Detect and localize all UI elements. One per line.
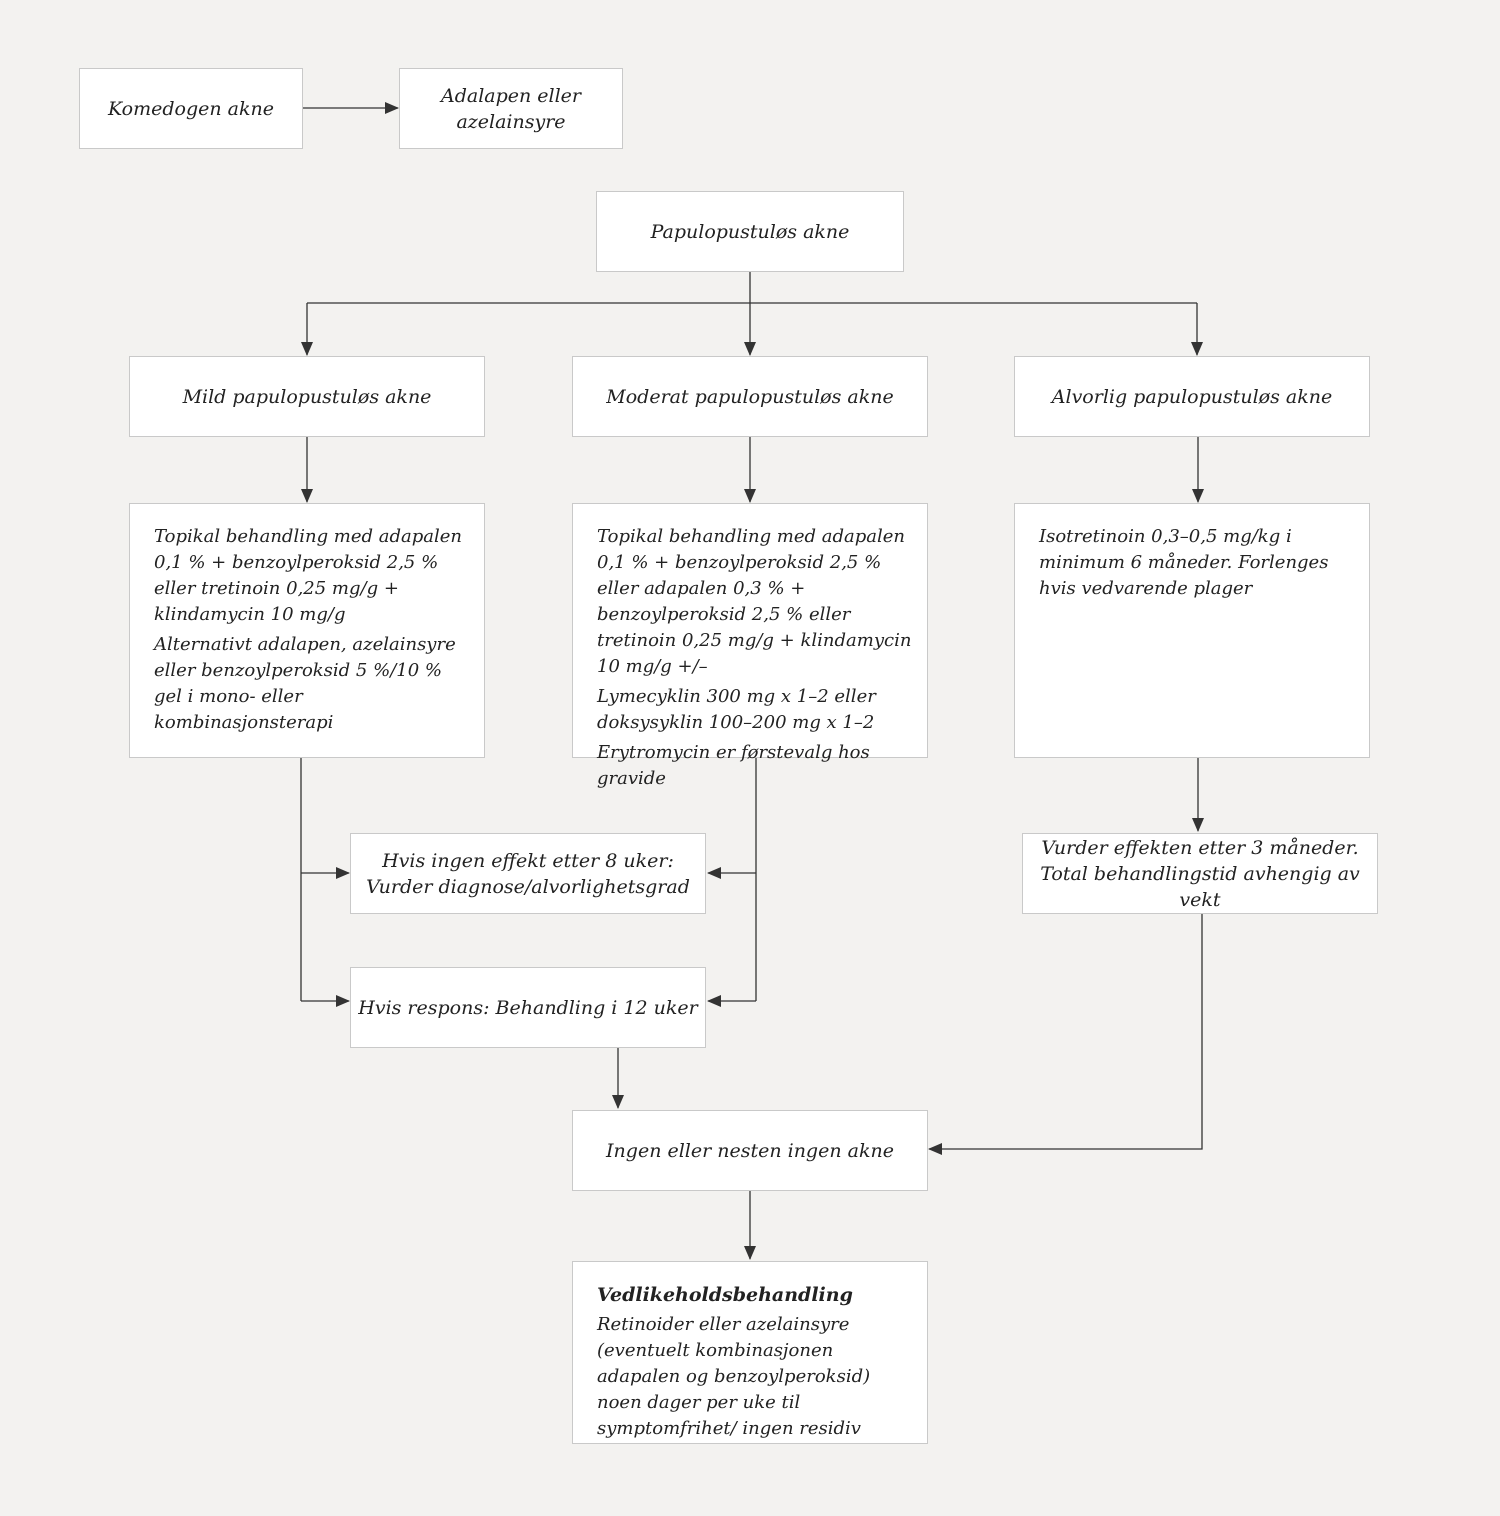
no-acne-box: Ingen eller nesten ingen akne [572, 1110, 928, 1191]
comedonal-treatment-box: Adalapen eller azelainsyre [399, 68, 623, 149]
moderate-treatment-pregnancy: Erytromycin er førstevalg hos gravide [597, 742, 870, 789]
no-effect-label: Hvis ingen effekt etter 8 uker: Vurder d… [366, 849, 690, 898]
moderate-treatment-oral: Lymecyklin 300 mg x 1–2 eller doksysykli… [597, 686, 876, 733]
no-acne-label: Ingen eller nesten ingen akne [606, 1139, 894, 1162]
moderate-acne-label: Moderat papulopustuløs akne [606, 385, 894, 408]
no-effect-box: Hvis ingen effekt etter 8 uker: Vurder d… [350, 833, 706, 914]
severe-evaluate-label: Vurder effekten etter 3 måneder. Total b… [1040, 836, 1360, 911]
mild-acne-label: Mild papulopustuløs akne [182, 385, 432, 408]
maintenance-title: Vedlikeholdsbehandling [597, 1284, 853, 1306]
response-box: Hvis respons: Behandling i 12 uker [350, 967, 706, 1048]
moderate-acne-box: Moderat papulopustuløs akne [572, 356, 928, 437]
moderate-treatment-topical: Topikal behandling med adapalen 0,1 % + … [597, 526, 912, 677]
severe-evaluate-box: Vurder effekten etter 3 måneder. Total b… [1022, 833, 1378, 914]
mild-treatment-box: Topikal behandling med adapalen 0,1 % + … [129, 503, 485, 758]
response-label: Hvis respons: Behandling i 12 uker [358, 996, 698, 1019]
severe-acne-label: Alvorlig papulopustuløs akne [1051, 385, 1333, 408]
moderate-treatment-box: Topikal behandling med adapalen 0,1 % + … [572, 503, 928, 789]
arrow-evaluate-to-no-acne [928, 913, 1203, 1155]
mild-treatment-primary: Topikal behandling med adapalen 0,1 % + … [154, 526, 463, 625]
severe-treatment-box: Isotretinoin 0,3–0,5 mg/kg i minimum 6 m… [1014, 503, 1370, 758]
maintenance-text: Retinoider eller azelainsyre (eventuelt … [597, 1314, 871, 1439]
severe-treatment-text: Isotretinoin 0,3–0,5 mg/kg i minimum 6 m… [1039, 526, 1329, 599]
mild-acne-box: Mild papulopustuløs akne [129, 356, 485, 437]
comedonal-acne-box: Komedogen akne [79, 68, 303, 149]
maintenance-box: Vedlikeholdsbehandling Retinoider eller … [572, 1261, 928, 1444]
severe-acne-box: Alvorlig papulopustuløs akne [1014, 356, 1370, 437]
papulopustular-acne-label: Papulopustuløs akne [650, 220, 850, 243]
papulopustular-acne-box: Papulopustuløs akne [596, 191, 904, 272]
comedonal-acne-label: Komedogen akne [108, 97, 274, 120]
comedonal-treatment-label: Adalapen eller azelainsyre [440, 84, 582, 133]
mild-treatment-alternative: Alternativt adalapen, azelainsyre eller … [154, 634, 456, 733]
